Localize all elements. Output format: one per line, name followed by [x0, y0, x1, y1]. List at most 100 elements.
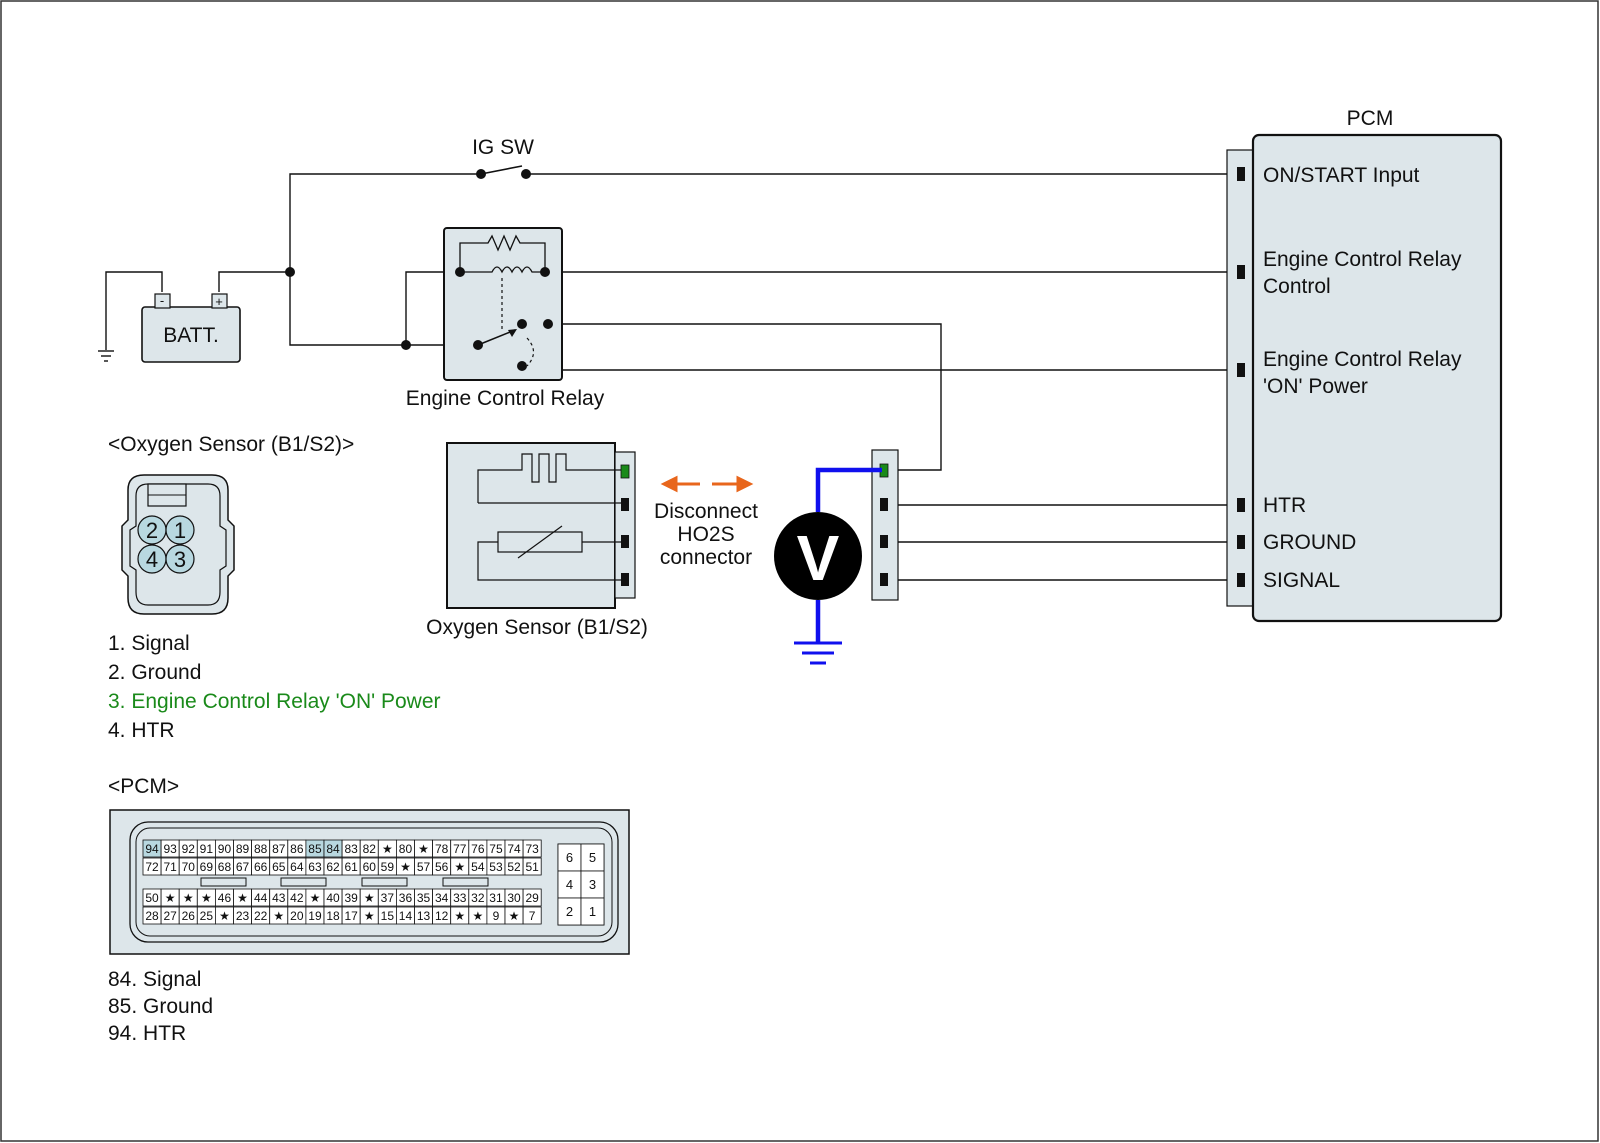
battery-plus-label: + — [215, 294, 223, 309]
pcm-pin-label: ★ — [364, 891, 375, 905]
pcm-pin-label: 61 — [344, 860, 358, 874]
disconnect-arrows — [660, 475, 754, 493]
pcm-pin-label: 23 — [236, 909, 250, 923]
oxygen-legend-2: 2. Ground — [108, 661, 202, 684]
pcm-legend-1: 84. Signal — [108, 968, 202, 991]
pcm-pin-label: 62 — [326, 860, 340, 874]
oxygen-legend-4: 4. HTR — [108, 719, 175, 742]
pcm-pin-ecr-on-line2: 'ON' Power — [1263, 375, 1368, 398]
pcm-side-pin-label: 6 — [566, 850, 573, 865]
pcm-pin-label: ★ — [454, 909, 465, 923]
pcm-pin-label: ★ — [201, 891, 212, 905]
pcm-pin-label: 44 — [254, 891, 268, 905]
pcm-pin-label: 69 — [200, 860, 214, 874]
pcm-pin-label: ★ — [237, 891, 248, 905]
battery: - + BATT. — [141, 293, 241, 363]
pcm-pin-label: ★ — [183, 891, 194, 905]
pcm-pin-cell — [522, 906, 542, 925]
disconnect-label-2: HO2S — [677, 523, 734, 546]
pcm-pin-label: 88 — [254, 842, 268, 856]
pcm-pin-label: 84 — [326, 842, 340, 856]
pcm-pin-label: 82 — [363, 842, 377, 856]
pcm-pin-label: 46 — [218, 891, 232, 905]
pcm-pin-ground: GROUND — [1263, 531, 1356, 554]
pcm-pin-label: 51 — [525, 860, 539, 874]
pcm-legend-2: 85. Ground — [108, 995, 214, 1018]
pcm-pin-label: 83 — [344, 842, 358, 856]
pcm-pin-label: 7 — [529, 909, 536, 923]
pcm-pin-label: 29 — [525, 891, 539, 905]
pcm-pin-label: 70 — [182, 860, 196, 874]
pcm-pin-label: 72 — [145, 860, 159, 874]
pcm-pin-label: 13 — [417, 909, 431, 923]
oxygen-legend-3: 3. Engine Control Relay 'ON' Power — [108, 690, 441, 713]
pcm-pin-label: 22 — [254, 909, 268, 923]
oxygen-connector-title: <Oxygen Sensor (B1/S2)> — [108, 433, 354, 456]
sensor-pin-highlight — [620, 464, 630, 479]
pcm-pin-label: 78 — [435, 842, 449, 856]
pcm-pin-label: ★ — [364, 909, 375, 923]
pcm-pin-label: ★ — [382, 842, 393, 856]
junction-dot — [401, 340, 411, 350]
pcm-pin-label: ★ — [310, 891, 321, 905]
pcm-pin-label: 57 — [417, 860, 431, 874]
pcm-pin-label: 53 — [489, 860, 503, 874]
disconnect-label-3: connector — [660, 546, 752, 569]
ig-sw-label: IG SW — [472, 136, 534, 159]
pcm-pin-label: 65 — [272, 860, 286, 874]
pcm-side-pin-label: 3 — [589, 877, 596, 892]
pcm-side-pin-label: 2 — [566, 904, 573, 919]
pcm-pin-label: ★ — [165, 891, 176, 905]
oxygen-sensor-caption: Oxygen Sensor (B1/S2) — [426, 616, 648, 639]
pcm-pin-label: 94 — [145, 842, 159, 856]
pcm-pin-label: 89 — [236, 842, 250, 856]
pcm-pin-label: 33 — [453, 891, 467, 905]
pcm-pin-ecr-control-line1: Engine Control Relay — [1263, 248, 1462, 271]
pcm-pin-label: ★ — [472, 909, 483, 923]
engine-control-relay: Engine Control Relay — [406, 227, 605, 410]
pcm-pin-label: 80 — [399, 842, 413, 856]
pcm-pin-label: 86 — [290, 842, 304, 856]
pcm-pin-label: ★ — [418, 842, 429, 856]
voltmeter: V — [774, 467, 882, 665]
pcm-pin-label: 35 — [417, 891, 431, 905]
pcm-pin-label: 9 — [493, 909, 500, 923]
battery-minus-label: - — [160, 293, 164, 308]
pcm-pin-label: 19 — [308, 909, 322, 923]
pcm-pin-label: 52 — [507, 860, 521, 874]
chassis-ground-symbol — [98, 350, 114, 362]
pcm-pin-label: 37 — [381, 891, 395, 905]
pcm-pin-label: 27 — [163, 909, 177, 923]
pcm-pin-label: 14 — [399, 909, 413, 923]
pcm-pin-label: 28 — [145, 909, 159, 923]
pcm-pin-label: 39 — [344, 891, 358, 905]
pcm-pin-on-start: ON/START Input — [1263, 164, 1420, 187]
oxygen-pin: 3 — [174, 547, 186, 572]
battery-label: BATT. — [163, 324, 219, 347]
pcm-pin-label: ★ — [509, 909, 520, 923]
pcm-side-pin-label: 5 — [589, 850, 596, 865]
pcm-pin-label: 91 — [200, 842, 214, 856]
oxygen-pin: 2 — [146, 518, 158, 543]
pcm-pin-label: 92 — [182, 842, 196, 856]
pcm-pin-label: ★ — [400, 860, 411, 874]
pcm-pin-label: 56 — [435, 860, 449, 874]
pcm-pin-label: 15 — [381, 909, 395, 923]
pcm-pin-cell — [522, 888, 542, 907]
pcm-module: PCM ON/START Input Engine Control Relay … — [1226, 107, 1503, 623]
pcm-pin-label: 77 — [453, 842, 467, 856]
pcm-legend-3: 94. HTR — [108, 1022, 187, 1045]
pcm-pin-label: 20 — [290, 909, 304, 923]
pcm-pin-label: 36 — [399, 891, 413, 905]
oxygen-sensor: Oxygen Sensor (B1/S2) — [426, 442, 648, 639]
oxygen-pin: 4 — [146, 547, 158, 572]
disconnect-label-1: Disconnect — [654, 500, 758, 523]
pcm-pin-label: 25 — [200, 909, 214, 923]
pcm-pin-label: 60 — [363, 860, 377, 874]
oxygen-legend-1: 1. Signal — [108, 632, 190, 655]
pcm-pin-label: 93 — [163, 842, 177, 856]
pcm-pin-label: 67 — [236, 860, 250, 874]
